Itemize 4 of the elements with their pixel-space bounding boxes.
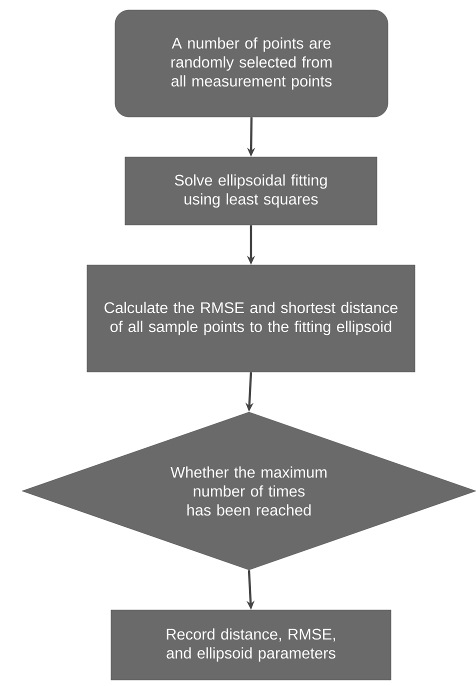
- process-box: Record distance, RMSE, and ellipsoid parameters: [110, 610, 392, 680]
- start-box: A number of points are randomly selected from all measurement points: [114, 10, 388, 118]
- process-box: Solve ellipsoidal fitting using least squares: [124, 156, 378, 226]
- process-box: Calculate the RMSE and shortest distance of all sample points to the fitting ellipsoid: [86, 264, 416, 372]
